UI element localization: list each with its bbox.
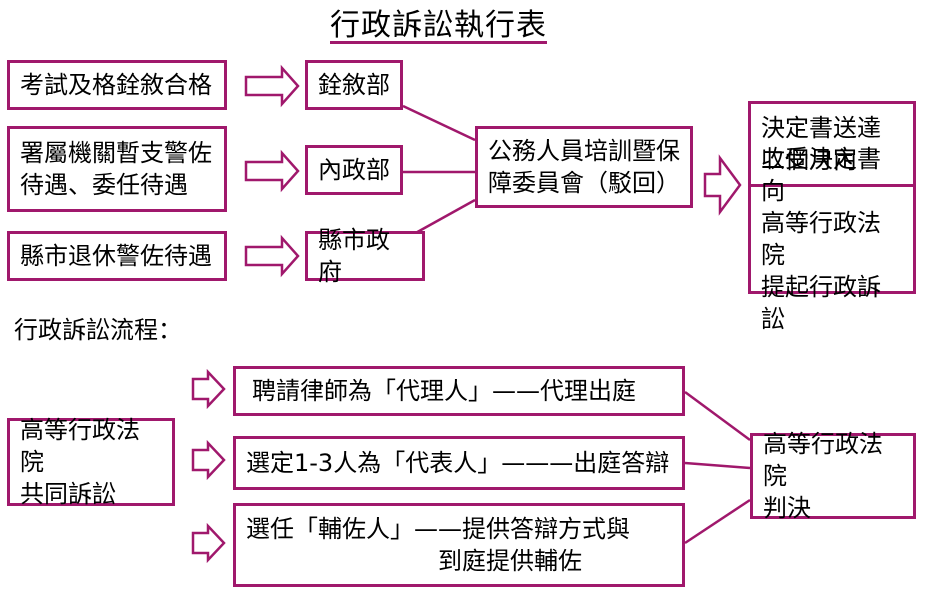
agency-box-county: 縣市政府 (305, 226, 425, 286)
result-label: 決定書送達 二個月內 (761, 114, 881, 174)
agency-label: 內政部 (318, 156, 390, 184)
option-box-assistant: 選任「輔佐人」——提供答辯方式與 到庭提供輔佐 (233, 503, 685, 587)
court-joint-box: 高等行政法院 共同訴訟 (7, 416, 175, 508)
source-box-exam: 考試及格銓敘合格 (7, 60, 227, 110)
page-title: 行政訴訟執行表 (330, 8, 547, 43)
source-label: 署屬機關暫支警佐 待遇、委任待遇 (20, 139, 212, 199)
option-label: 聘請律師為「代理人」——代理出庭 (252, 377, 636, 405)
result-label: 收受決定書向 高等行政法院 提起行政訴訟 (761, 145, 881, 333)
connector-line (402, 104, 476, 142)
flow-label: 行政訴訟流程： (14, 316, 182, 344)
right-arrow-icon (244, 149, 300, 193)
option-box-representative: 選定1-3人為「代表人」———出庭答辯 (233, 436, 685, 490)
option-label: 選定1-3人為「代表人」———出庭答辯 (246, 449, 670, 477)
connector-line (684, 498, 751, 545)
source-box-retired: 縣市退休警佐待遇 (7, 231, 227, 281)
connector-line (684, 461, 751, 470)
source-box-police-salary: 署屬機關暫支警佐 待遇、委任待遇 (7, 126, 227, 212)
agency-label: 銓敘部 (318, 71, 390, 99)
option-box-agent: 聘請律師為「代理人」——代理出庭 (233, 366, 685, 416)
judgment-box: 高等行政法院 判決 (750, 430, 916, 522)
right-arrow-icon (191, 368, 226, 410)
board-box: 公務人員培訓暨保 障委員會（駁回） (475, 126, 693, 208)
source-label: 縣市退休警佐待遇 (20, 242, 212, 270)
connector-line (684, 390, 751, 442)
right-arrow-icon (244, 234, 300, 278)
right-arrow-icon (191, 439, 226, 481)
agency-box-moi: 內政部 (305, 145, 403, 195)
judgment-label: 高等行政法院 判決 (763, 430, 883, 522)
agency-box-moca: 銓敘部 (305, 60, 403, 110)
right-arrow-icon (703, 154, 742, 216)
agency-label: 縣市政府 (318, 226, 390, 286)
court-joint-label: 高等行政法院 共同訴訟 (20, 416, 140, 508)
right-arrow-icon (244, 64, 300, 108)
board-label: 公務人員培訓暨保 障委員會（駁回） (488, 137, 680, 197)
result-box-deadline: 決定書送達 二個月內 (748, 101, 916, 187)
right-arrow-icon (191, 522, 226, 564)
result-box-lawsuit: 收受決定書向 高等行政法院 提起行政訴訟 (748, 145, 916, 333)
option-label: 選任「輔佐人」——提供答辯方式與 到庭提供輔佐 (246, 515, 630, 575)
source-label: 考試及格銓敘合格 (20, 71, 212, 99)
